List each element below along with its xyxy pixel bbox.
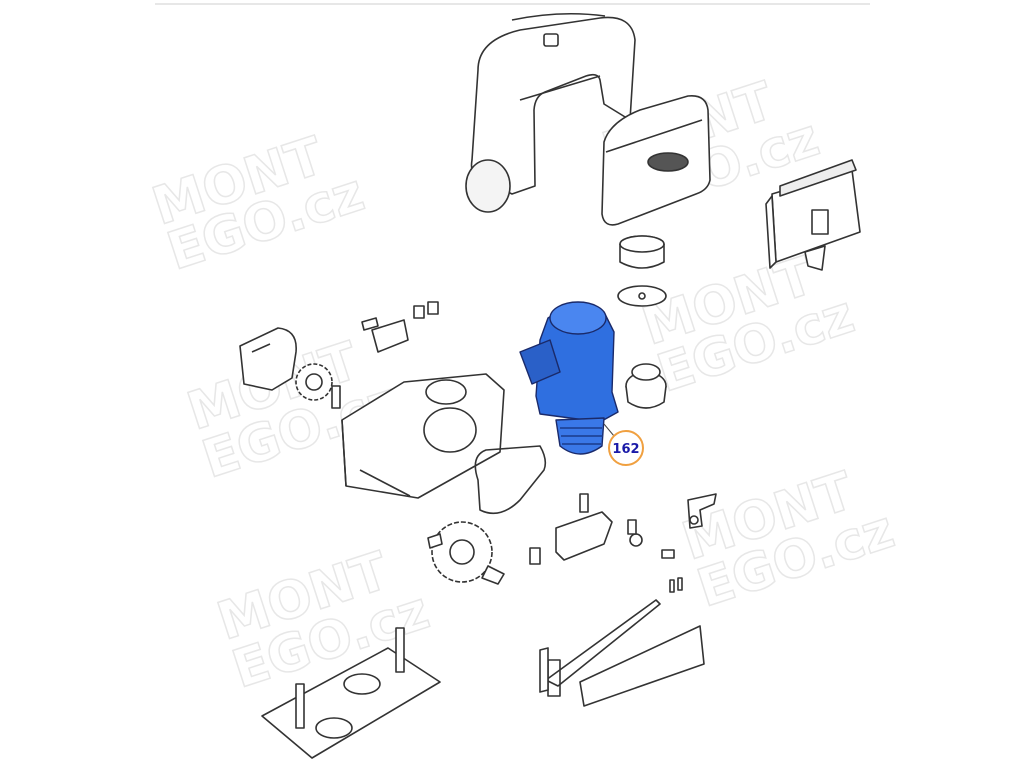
gasket-disc: [617, 285, 667, 307]
callout-number: 162: [612, 442, 639, 457]
small-bracket: [529, 547, 541, 565]
rack-bars: [539, 599, 705, 707]
part-callout[interactable]: 162: [603, 423, 644, 466]
callout-ring: [608, 430, 644, 466]
key-pin: [331, 385, 341, 409]
end-cap: [239, 327, 297, 391]
base-plate: [261, 627, 441, 759]
connector-block: [361, 301, 439, 353]
capacitor: [619, 235, 665, 269]
pulley: [625, 363, 667, 409]
seal-gasket: [474, 445, 547, 515]
front-cover: [601, 94, 711, 226]
limit-switch-cover: [555, 493, 613, 561]
main-cover: [465, 12, 636, 213]
pinion-gear: [295, 363, 333, 401]
watermark: MONT EGO.cz MONT EGO.cz MONT EGO.cz MONT…: [145, 70, 902, 701]
motor-assembly-highlighted: [519, 301, 619, 455]
release-lever: [687, 493, 717, 529]
motor-terminal-box: [519, 339, 561, 385]
callout-leader-line: [603, 423, 615, 437]
motor-top: [549, 301, 607, 335]
main-gear: [427, 521, 505, 585]
control-board: [765, 159, 861, 271]
gearbox-housing: [341, 373, 505, 499]
screw-parts: [627, 519, 683, 593]
